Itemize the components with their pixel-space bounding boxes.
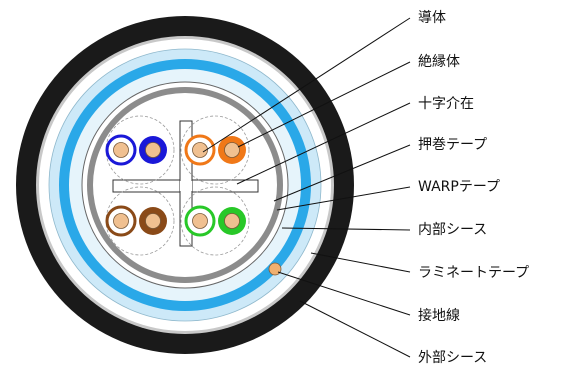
pair-envelope-green bbox=[180, 186, 250, 256]
conductor-green bbox=[224, 213, 240, 229]
leader-laminate-tape bbox=[310, 252, 411, 273]
label-warp-tape: WARPテープ bbox=[418, 179, 500, 195]
leader-outer-sheath bbox=[299, 300, 411, 358]
label-inner-sheath: 内部シース bbox=[418, 222, 488, 238]
leader-cross-filler bbox=[236, 102, 411, 185]
pair-brown bbox=[105, 205, 167, 237]
label-laminate-tape: ラミネートテープ bbox=[418, 265, 530, 281]
label-conductor: 導体 bbox=[418, 10, 446, 26]
conductor-green-white bbox=[192, 213, 208, 229]
conductor-orange-white bbox=[192, 142, 208, 158]
drain-wire bbox=[268, 262, 282, 276]
label-outer-sheath: 外部シース bbox=[418, 350, 488, 366]
pair-envelope-orange bbox=[180, 115, 250, 185]
leader-warp-tape bbox=[276, 186, 411, 211]
label-drain-wire: 接地線 bbox=[418, 308, 460, 324]
pair-blue bbox=[105, 134, 167, 166]
conductor-brown bbox=[145, 213, 161, 229]
leader-drain-wire bbox=[277, 271, 411, 316]
label-insulation: 絶縁体 bbox=[418, 54, 460, 70]
conductor-orange bbox=[224, 142, 240, 158]
leader-inner-sheath bbox=[281, 227, 411, 231]
conductor-blue-white bbox=[113, 142, 129, 158]
leader-conductor bbox=[202, 17, 411, 153]
conductor-brown-white bbox=[113, 213, 129, 229]
leader-insulation bbox=[237, 61, 411, 148]
leader-binder-tape bbox=[273, 144, 411, 202]
pair-orange bbox=[184, 134, 246, 166]
pair-green bbox=[184, 205, 246, 237]
label-cross-filler: 十字介在 bbox=[418, 96, 474, 112]
conductor-blue bbox=[145, 142, 161, 158]
label-binder-tape: 押巻テープ bbox=[418, 137, 488, 153]
